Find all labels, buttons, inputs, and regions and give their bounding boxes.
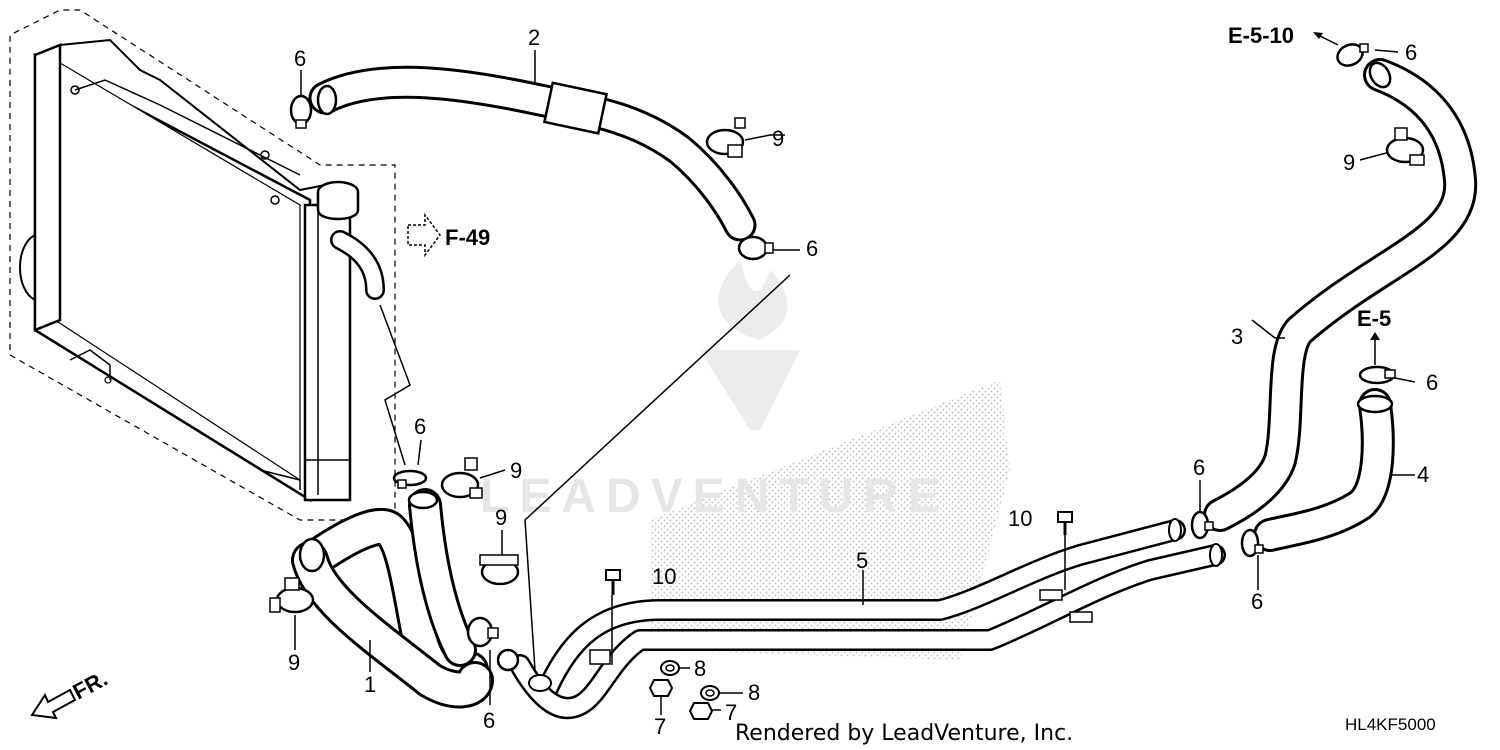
clamp-9-e: [1385, 127, 1425, 166]
front-arrow: FR.: [30, 666, 112, 720]
callout-7-a: 7: [654, 714, 666, 739]
callout-6-f: 6: [1251, 589, 1263, 614]
callout-3: 3: [1231, 324, 1243, 349]
watermark: LEADVENTURE: [480, 260, 1010, 660]
clamp-9-b: [440, 457, 483, 499]
bolt-10-a: [605, 569, 621, 595]
clamp-6-f: [1240, 528, 1264, 558]
clamp-6-a: [289, 94, 313, 129]
hose-1: [291, 488, 494, 709]
washer-8-b: [700, 685, 720, 701]
hose-4: [1253, 388, 1395, 552]
band-clamps: [289, 43, 1396, 672]
nut-7-a: [648, 679, 674, 697]
callout-numbers: 2 6 9 6 6 9 9 9 1 6 10 5 8 8 7 7 10 6 6 …: [288, 25, 1438, 739]
callout-6-e: 6: [1193, 455, 1205, 480]
callout-6-d: 6: [483, 708, 495, 733]
clamp-6-d: [466, 616, 520, 672]
reference-e5: E-5: [1357, 306, 1391, 331]
callout-6-b: 6: [806, 236, 818, 261]
callout-10-a: 10: [652, 564, 676, 589]
reference-e510-label: E-5-10: [1228, 23, 1294, 48]
radiator-assembly: [9, 9, 396, 521]
screw-clamps: [269, 117, 1425, 614]
reference-f49: F-49: [407, 212, 490, 258]
nut-7-b: [688, 702, 714, 720]
reference-e5-label: E-5: [1357, 306, 1391, 331]
callout-9-b: 9: [510, 458, 522, 483]
diagram-code: HL4KF5000: [1345, 715, 1436, 734]
fasteners: [605, 511, 1073, 720]
reference-f49-label: F-49: [445, 225, 490, 250]
clamp-6-b: [737, 235, 774, 261]
callout-4: 4: [1417, 462, 1429, 487]
clamp-9-c: [479, 554, 520, 586]
callout-5: 5: [856, 548, 868, 573]
washer-8-a: [660, 660, 680, 676]
callout-6-c: 6: [414, 414, 426, 439]
callout-1: 1: [364, 672, 376, 697]
callout-7-b: 7: [725, 700, 737, 725]
hose-3: [1203, 58, 1478, 532]
callout-8-b: 8: [748, 680, 760, 705]
clamp-9-d: [269, 577, 315, 614]
callout-9-d: 9: [288, 650, 300, 675]
clamp-6-h: [1358, 365, 1396, 385]
reference-e510: E-5-10: [1228, 23, 1339, 48]
footer-credit: Rendered by LeadVenture, Inc.: [735, 721, 1073, 746]
callout-2: 2: [528, 25, 540, 50]
callout-6-h: 6: [1426, 370, 1438, 395]
callout-9-c: 9: [495, 505, 507, 530]
callout-6-a: 6: [294, 46, 306, 71]
callout-10-b: 10: [1008, 506, 1032, 531]
clamp-6-e: [1190, 510, 1214, 540]
clamp-6-c: [392, 469, 428, 489]
callout-9-e: 9: [1343, 150, 1355, 175]
callout-6-g: 6: [1405, 40, 1417, 65]
hose-2: [308, 65, 757, 242]
watermark-text: LEADVENTURE: [480, 470, 950, 523]
clamp-6-g: [1336, 43, 1369, 67]
bolt-10-b: [1057, 511, 1073, 535]
clamp-9-a: [705, 117, 746, 158]
callout-9-a: 9: [772, 126, 784, 151]
callout-8-a: 8: [694, 656, 706, 681]
pipe-5: [509, 518, 1226, 719]
